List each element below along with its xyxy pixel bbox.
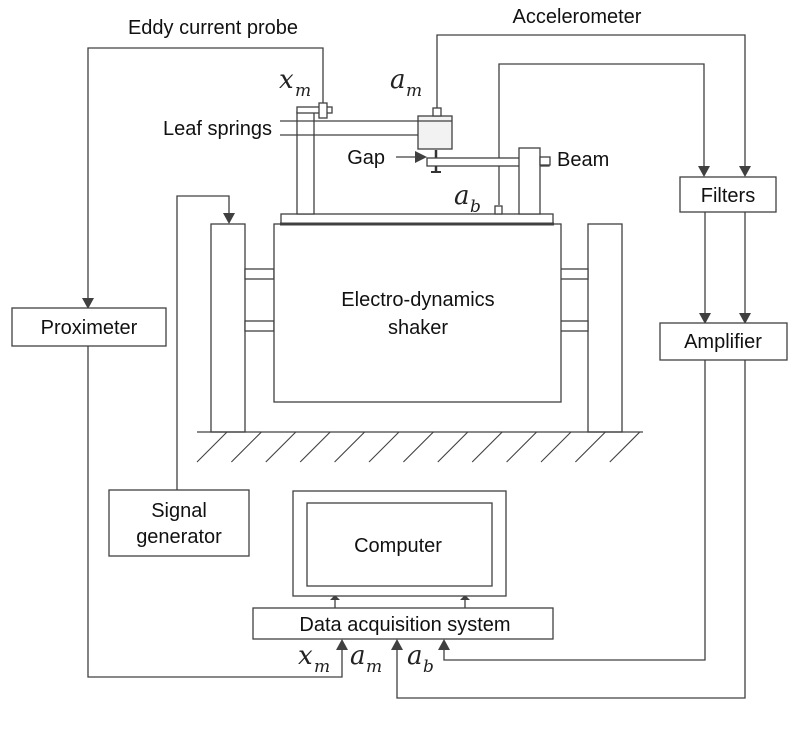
- accelerometer-am: [432, 107, 442, 117]
- symbol-xm-top: x m: [279, 65, 311, 101]
- eddy-probe-label: Eddy current probe: [128, 17, 298, 39]
- daq-block: Data acquisition system: [252, 607, 554, 640]
- left-trunnion-upper: [244, 268, 275, 280]
- right-support-column: [587, 223, 623, 433]
- arrow-ab-into-filters: [698, 166, 710, 177]
- arrow-into-daq-am: [391, 639, 403, 650]
- shaker-label-line1: Electro-dynamics: [341, 289, 494, 311]
- arrow-into-proximeter: [82, 298, 94, 309]
- ground-hatch-stroke: [540, 431, 572, 463]
- wire-proximeter-to-daq: [87, 346, 343, 678]
- svg-text:a: a: [390, 65, 406, 95]
- wire-signal-generator-to-shaker: [176, 195, 230, 490]
- accelerometer-label: Accelerometer: [513, 6, 642, 28]
- svg-text:m: m: [295, 81, 311, 101]
- arrow-into-daq-xm: [336, 639, 348, 650]
- svg-text:Data acquisition system: Data acquisition system: [299, 614, 510, 636]
- signal-generator-block: Signal generator: [108, 489, 250, 557]
- svg-text:a: a: [350, 641, 366, 671]
- svg-text:a: a: [407, 641, 423, 671]
- arrow-into-amplifier-2: [739, 313, 751, 324]
- wire-eddy-probe-to-proximeter: [87, 47, 324, 300]
- amplifier-block: Amplifier: [659, 322, 788, 361]
- post-top-bracket: [296, 106, 333, 114]
- filters-block: Filters: [679, 176, 777, 213]
- symbol-ab-daq: a b: [407, 641, 434, 677]
- beam-tip: [539, 156, 551, 166]
- accelerometer-ab: [494, 205, 503, 215]
- wire-amplifier-to-daq-am: [396, 360, 746, 699]
- wire-am-to-filters: [436, 34, 746, 168]
- gap-label: Gap: [347, 147, 385, 169]
- shaker-label-line2: shaker: [388, 317, 448, 339]
- arrow-am-into-filters: [739, 166, 751, 177]
- svg-text:Signal: Signal: [151, 500, 207, 522]
- svg-text:Amplifier: Amplifier: [684, 331, 762, 353]
- arrow-into-daq-ab: [438, 639, 450, 650]
- shaker-body: [273, 223, 562, 403]
- ground-hatch-stroke: [231, 431, 262, 463]
- computer-screen: [306, 502, 493, 587]
- arrow-into-computer-1: [330, 595, 340, 600]
- arrow-into-computer-2: [460, 595, 470, 600]
- svg-text:b: b: [423, 657, 434, 677]
- symbol-am-daq: a m: [350, 641, 382, 677]
- symbol-ab-top: a b: [454, 181, 481, 217]
- beam-clamp-post: [518, 147, 541, 215]
- arrow-into-amplifier-1: [699, 313, 711, 324]
- right-trunnion-upper: [559, 268, 589, 280]
- eddy-current-probe: [318, 102, 328, 119]
- left-post: [296, 111, 315, 215]
- ground-hatch-stroke: [506, 431, 537, 463]
- ground-hatch-stroke: [403, 431, 434, 463]
- ground-hatch-stroke: [609, 431, 641, 463]
- ground-hatch-stroke: [471, 431, 503, 463]
- svg-text:m: m: [314, 657, 330, 677]
- svg-text:Computer: Computer: [354, 535, 442, 557]
- ground-hatch-stroke: [299, 431, 331, 463]
- svg-text:m: m: [406, 81, 422, 101]
- svg-text:b: b: [470, 197, 481, 217]
- symbol-xm-daq: x m: [298, 641, 330, 677]
- ground-hatch-stroke: [368, 431, 400, 463]
- left-support-column: [210, 223, 246, 433]
- computer-block: Computer: [292, 490, 507, 597]
- ground-hatch-stroke: [437, 431, 469, 463]
- leaf-springs-label: Leaf springs: [163, 118, 272, 140]
- ground-hatch-stroke: [334, 431, 365, 463]
- ground-hatching: [196, 431, 641, 463]
- svg-text:x: x: [279, 65, 294, 95]
- right-trunnion-lower: [559, 320, 589, 332]
- left-trunnion-lower: [244, 320, 275, 332]
- beam-label: Beam: [557, 149, 609, 171]
- ground-hatch-stroke: [575, 431, 606, 463]
- svg-text:a: a: [454, 181, 470, 211]
- svg-text:generator: generator: [136, 526, 222, 548]
- gap-pointer-arrow: [415, 151, 427, 163]
- svg-text:Proximeter: Proximeter: [41, 317, 138, 339]
- symbol-am-top: a m: [390, 65, 422, 101]
- ground-hatch-stroke: [196, 431, 228, 463]
- svg-text:Filters: Filters: [701, 185, 755, 207]
- arrow-into-shaker: [223, 213, 235, 224]
- svg-text:x: x: [298, 641, 313, 671]
- svg-text:m: m: [366, 657, 382, 677]
- ground-hatch-stroke: [265, 431, 297, 463]
- proximeter-block: Proximeter: [11, 307, 167, 347]
- wire-ab-to-filters: [498, 63, 705, 205]
- wire-amplifier-to-daq-ab: [443, 360, 706, 661]
